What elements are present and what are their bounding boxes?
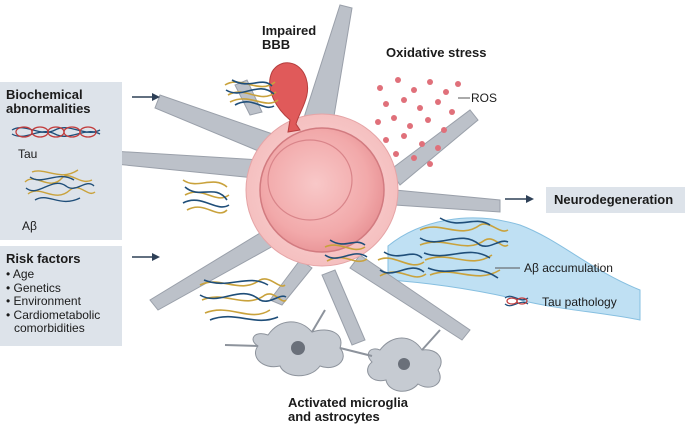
impaired-bbb-label: Impaired BBB (262, 24, 316, 52)
neuron-body (259, 127, 385, 253)
abeta-accumulation-label: Aβ accumulation (524, 261, 613, 275)
impaired-bbb-line1: Impaired (262, 23, 317, 38)
risk-item-comorbidities: comorbidities (14, 321, 85, 335)
risk-item-cardiometabolic: • Cardiometabolic (6, 307, 101, 322)
risk-factors-panel: Risk factors • Age • Genetics • Environm… (0, 246, 122, 346)
microglia-label: Activated microglia and astrocytes (288, 396, 408, 424)
tau-icon (11, 126, 101, 203)
tau-pathology-label: Tau pathology (542, 295, 617, 309)
ros-label: ROS (471, 91, 498, 105)
abeta-icon (24, 169, 96, 203)
microglia-label-line2: and astrocytes (288, 409, 380, 424)
microglia-label-line1: Activated microglia (288, 395, 408, 410)
oxidative-stress-label: Oxidative stress (386, 45, 487, 60)
biochemical-title: Biochemical abnormalities (6, 88, 91, 116)
tau-tangle-vessel (504, 295, 529, 307)
tau-label: Tau (18, 147, 38, 161)
biochemical-title-line2: abnormalities (6, 101, 91, 116)
neurodegeneration-box: Neurodegeneration (546, 187, 685, 213)
risk-item-genetics: • Genetics (6, 280, 61, 295)
biochemical-title-line1: Biochemical (6, 87, 83, 102)
microglia-nucleus (291, 341, 305, 355)
risk-factors-list: • Age • Genetics • Environment • Cardiom… (6, 267, 101, 336)
neurodegeneration-label: Neurodegeneration (554, 192, 674, 207)
risk-item-environment: • Environment (6, 294, 81, 308)
astrocyte-nucleus (398, 358, 410, 370)
microglia (224, 309, 442, 392)
ros-dots (375, 77, 461, 167)
impaired-bbb-line2: BBB (262, 37, 291, 52)
risk-factors-title: Risk factors (6, 251, 81, 266)
risk-item-age: • Age (6, 267, 35, 281)
abeta-plaques (182, 79, 509, 322)
biochemical-abnormalities-panel: Biochemical abnormalities Tau Aβ (0, 82, 122, 240)
astrocyte (94, 4, 501, 346)
arrows (132, 93, 534, 261)
abeta-label: Aβ (22, 219, 37, 233)
nucleus (267, 139, 353, 221)
